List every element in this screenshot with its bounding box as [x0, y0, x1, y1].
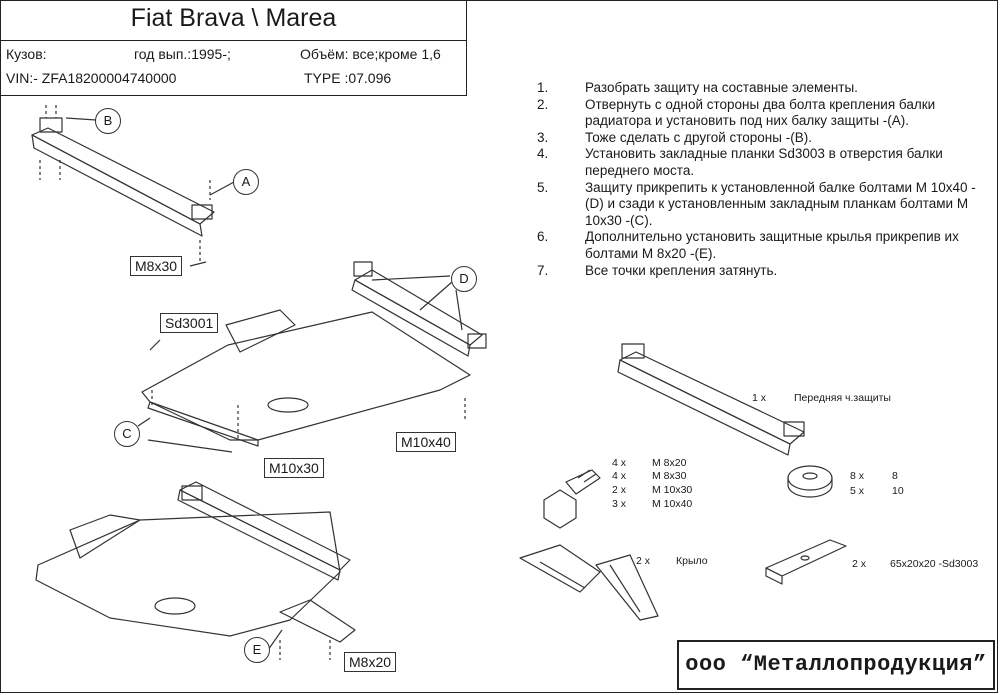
callout-d: D — [451, 266, 477, 292]
instruction-list: 1.Разобрать защиту на составные элементы… — [537, 80, 977, 279]
bolt-qty: 2 x — [612, 484, 627, 496]
company-box: ооо “Металлопродукция” — [677, 640, 995, 690]
body-label: Кузов: — [6, 46, 47, 62]
callout-a: A — [233, 169, 259, 195]
instruction-step: 6.Дополнительно установить защитные крыл… — [537, 229, 959, 261]
bolt-qty: 3 x — [612, 498, 627, 510]
part-plate — [765, 539, 847, 585]
part-bolt — [543, 469, 601, 529]
title-block: Fiat Brava \ Marea Кузов: год вып.:1995-… — [0, 0, 467, 96]
plate-qty: 2 x — [852, 558, 867, 570]
instruction-step: 5.Защиту прикрепить к установленной балк… — [537, 179, 976, 228]
instruction-step: 2.Отвернуть с одной стороны два болта кр… — [537, 96, 936, 129]
instruction-step: 3.Тоже сделать с другой стороны -(B). — [537, 129, 812, 145]
callout-e: E — [244, 637, 270, 663]
type-label: TYPE :07.096 — [304, 70, 392, 86]
plate-name: 65x20x20 -Sd3003 — [890, 558, 979, 570]
wing-qty: 2 x — [636, 555, 651, 567]
washer-size: 8 — [892, 470, 898, 482]
instruction-step: 4.Установить закладные планки Sd3003 в о… — [537, 146, 943, 178]
skid-plate-middle — [137, 261, 487, 453]
instruction-step: 1.Разобрать защиту на составные элементы… — [537, 80, 858, 95]
callout-b: B — [95, 108, 121, 134]
vehicle-title: Fiat Brava \ Marea — [130, 4, 337, 32]
washer-qty: 5 x — [850, 485, 865, 497]
front-beam-top — [31, 105, 235, 267]
washer-size: 10 — [892, 485, 904, 497]
part-front-beam — [617, 343, 805, 456]
part-wings — [519, 544, 659, 621]
bolt-size: M 10x30 — [652, 484, 693, 496]
bolt-size: M 10x40 — [652, 498, 693, 510]
bolt-qty: 4 x — [612, 470, 627, 482]
washer-qty: 8 x — [850, 470, 865, 482]
skid-plate-bottom — [35, 481, 356, 660]
tag-m10x30: M10x30 — [264, 458, 324, 478]
year-label: год вып.:1995-; — [134, 46, 231, 62]
tag-m8x30: M8x30 — [130, 256, 183, 276]
company-name: ооо “Металлопродукция” — [685, 652, 987, 677]
beam-qty: 1 x — [752, 392, 767, 404]
wing-name: Крыло — [676, 555, 708, 567]
part-washer — [787, 465, 833, 498]
instruction-step: 7.Все точки крепления затянуть. — [537, 262, 778, 278]
beam-name: Передняя ч.защиты — [794, 392, 891, 404]
vin-label: VIN:- ZFA18200004740000 — [6, 70, 177, 86]
tag-m8x20: M8x20 — [344, 652, 397, 672]
tag-m10x40: M10x40 — [396, 432, 456, 452]
bolt-qty: 4 x — [612, 457, 627, 469]
bolt-size: M 8x20 — [652, 457, 687, 469]
bolt-size: M 8x30 — [652, 470, 687, 482]
tag-sd3001: Sd3001 — [160, 313, 219, 333]
volume-label: Объём: все;кроме 1,6 — [300, 46, 441, 62]
title-divider — [0, 40, 467, 41]
callout-c: C — [114, 421, 140, 447]
